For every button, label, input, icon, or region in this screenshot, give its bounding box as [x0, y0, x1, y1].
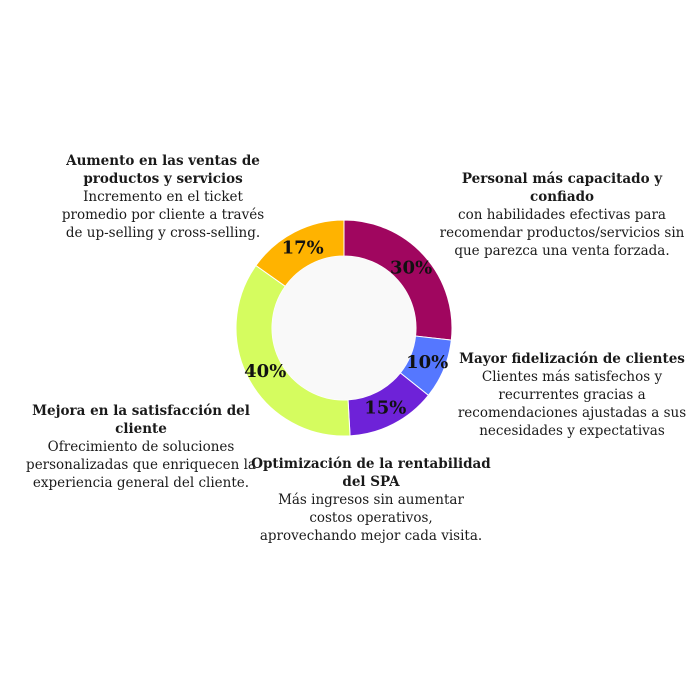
callout-description: Incremento en el ticket promedio por cli…: [61, 189, 265, 241]
callout-satisfaccion-cliente: Mejora en la satisfacción del cliente Of…: [8, 402, 274, 492]
callout-description: con habilidades efectivas para recomenda…: [439, 207, 685, 259]
callout-title: Mayor fidelización de clientes: [459, 351, 685, 367]
callout-title: Aumento en las ventas de productos y ser…: [66, 153, 260, 187]
slice-percentage-label: 15%: [364, 397, 406, 418]
callout-aumento-ventas: Aumento en las ventas de productos y ser…: [52, 152, 274, 242]
slice-percentage-label: 17%: [282, 238, 324, 259]
callout-fidelizacion-clientes: Mayor fidelización de clientes Clientes …: [452, 350, 692, 440]
donut-hole: [272, 256, 416, 400]
slice-percentage-label: 10%: [406, 352, 448, 373]
slice-percentage-label: 40%: [244, 361, 286, 382]
donut-percentage-labels: 30% 10% 15% 40% 17%: [244, 238, 448, 419]
slice-percentage-label: 30%: [390, 258, 432, 279]
callout-personal-capacitado: Personal más capacitado y confiado con h…: [432, 170, 692, 260]
callout-title: Optimización de la rentabilidad del SPA: [251, 456, 491, 490]
callout-description: Ofrecimiento de soluciones personalizada…: [26, 439, 256, 491]
callout-title: Personal más capacitado y confiado: [461, 171, 663, 205]
callout-description: Más ingresos sin aumentar costos operati…: [259, 492, 483, 544]
callout-rentabilidad-spa: Optimización de la rentabilidad del SPA …: [250, 455, 492, 545]
callout-description: Clientes más satisfechos y recurrentes g…: [457, 369, 687, 439]
callout-title: Mejora en la satisfacción del cliente: [32, 403, 250, 437]
donut-slices: [235, 219, 453, 437]
